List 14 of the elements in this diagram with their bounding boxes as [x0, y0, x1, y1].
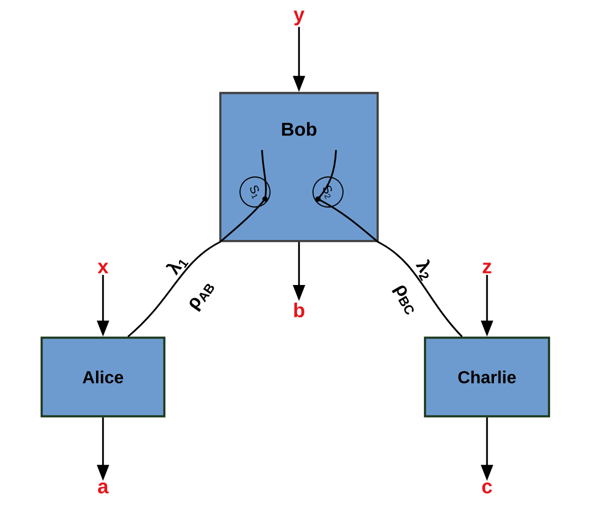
signal-label: a [98, 482, 109, 494]
process-box: Charlie [424, 336, 550, 418]
signal-label: x [98, 262, 108, 274]
wire-label: λ$_{2}$ [416, 258, 430, 282]
process-box: Alice [40, 336, 166, 418]
wire-label: ρ$_{AB}$ [190, 284, 214, 312]
wire [315, 150, 463, 338]
wire [127, 150, 268, 338]
wire-label: ρ$_{BC}$ [392, 286, 414, 314]
signal-label: c [482, 482, 492, 494]
signal-label: z [482, 262, 492, 274]
wire-label: λ$_{1}$ [166, 260, 189, 276]
signal-label: b [294, 302, 304, 318]
signal-label: y [294, 10, 304, 26]
